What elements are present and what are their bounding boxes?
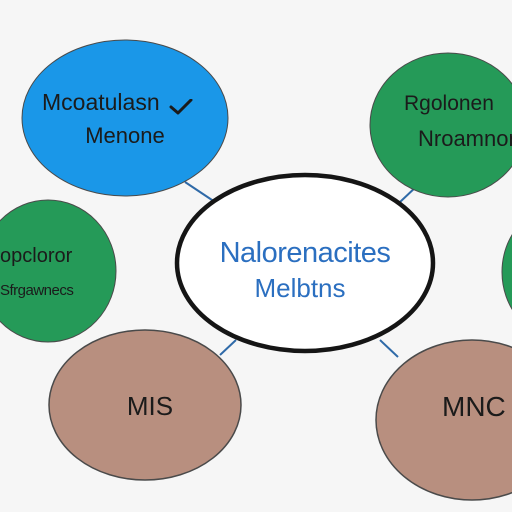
node-bottom-right — [375, 339, 512, 501]
node-bottom-right-label: MNC — [442, 391, 506, 422]
node-top-left-title: Mcoatulasn — [42, 89, 194, 115]
node-top-right-title: Rgolonen — [404, 92, 494, 115]
connector-top-left — [184, 181, 216, 203]
connector-bottom-left — [219, 339, 237, 356]
node-top-right-subtitle: Nroamnon — [418, 126, 512, 151]
connector-bottom-right — [379, 339, 399, 358]
node-mid-left — [0, 199, 117, 343]
center-node — [174, 172, 436, 354]
node-bottom-left-label: MIS — [126, 391, 174, 421]
node-top-right — [369, 52, 512, 198]
node-top-left — [21, 39, 229, 197]
center-node-subtitle: Melbtns — [254, 273, 346, 303]
check-icon — [168, 96, 194, 115]
node-top-left-title-text: Mcoatulasn — [42, 89, 160, 115]
node-right-edge-partial — [501, 233, 512, 311]
check-icon-graphic — [169, 98, 193, 115]
node-bottom-left — [48, 329, 242, 481]
center-node-title: Nalorenacites — [219, 237, 391, 269]
node-mid-left-title: opcloror — [0, 245, 73, 267]
node-mid-left-subtitle: Sfrgawnecs — [0, 282, 74, 299]
node-top-left-subtitle: Menone — [85, 123, 165, 148]
